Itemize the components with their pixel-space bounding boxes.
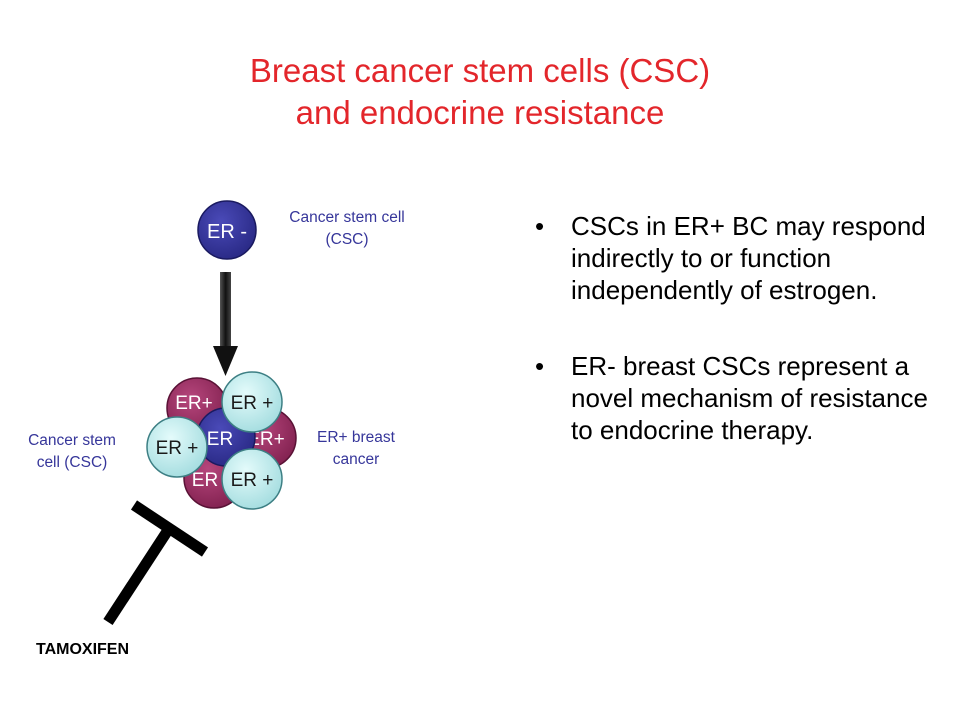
er-breast-cancer-label: ER+ breast cancer bbox=[296, 427, 416, 471]
cluster-label-center: ER bbox=[207, 429, 233, 450]
bullet-text: CSCs in ER+ BC may respond indirectly to… bbox=[571, 211, 926, 305]
bullet-icon: • bbox=[535, 351, 545, 381]
csc-left-label: Cancer stem cell (CSC) bbox=[10, 430, 134, 474]
bullet-icon: • bbox=[535, 211, 545, 241]
er-positive-cluster: ER+ ER+ ER ER ER + ER + bbox=[146, 371, 297, 510]
cluster-label-magenta-bottom: ER bbox=[192, 470, 218, 491]
bullet-item: • ER- breast CSCs represent a novel mech… bbox=[535, 350, 940, 446]
cluster-label-magenta-top: ER+ bbox=[175, 393, 213, 414]
bullet-item: • CSCs in ER+ BC may respond indirectly … bbox=[535, 210, 940, 306]
tamoxifen-label: TAMOXIFEN bbox=[36, 641, 130, 658]
csc-top-label-line-1: Cancer stem cell bbox=[289, 209, 405, 226]
csc-left-label-line-2: cell (CSC) bbox=[36, 454, 108, 471]
inhibition-icon bbox=[103, 500, 209, 626]
down-arrow-icon bbox=[213, 272, 238, 376]
er-negative-cell: ER - bbox=[197, 200, 257, 260]
cluster-cell-cyan-bottom: ER + bbox=[221, 448, 283, 510]
slide-title-line-1: Breast cancer stem cells (CSC) bbox=[249, 52, 711, 89]
er-negative-cell-label: ER - bbox=[207, 221, 247, 243]
csc-left-label-line-1: Cancer stem bbox=[28, 432, 116, 449]
er-breast-cancer-label-line-1: ER+ breast bbox=[317, 429, 395, 446]
cluster-label-cyan-left: ER + bbox=[156, 438, 199, 459]
csc-top-label: Cancer stem cell (CSC) bbox=[262, 207, 432, 251]
bullet-text: ER- breast CSCs represent a novel mechan… bbox=[571, 351, 928, 445]
bullet-list: • CSCs in ER+ BC may respond indirectly … bbox=[535, 210, 940, 446]
cluster-label-magenta-right: ER+ bbox=[247, 429, 285, 450]
cluster-label-cyan-top: ER + bbox=[231, 393, 274, 414]
cluster-cell-cyan-left: ER + bbox=[146, 416, 208, 478]
csc-top-label-line-2: (CSC) bbox=[325, 231, 369, 248]
cluster-label-cyan-bottom: ER + bbox=[231, 470, 274, 491]
slide-title-line-2: and endocrine resistance bbox=[295, 94, 665, 131]
er-breast-cancer-label-line-2: cancer bbox=[332, 451, 380, 468]
cluster-cell-cyan-top: ER + bbox=[221, 371, 283, 433]
